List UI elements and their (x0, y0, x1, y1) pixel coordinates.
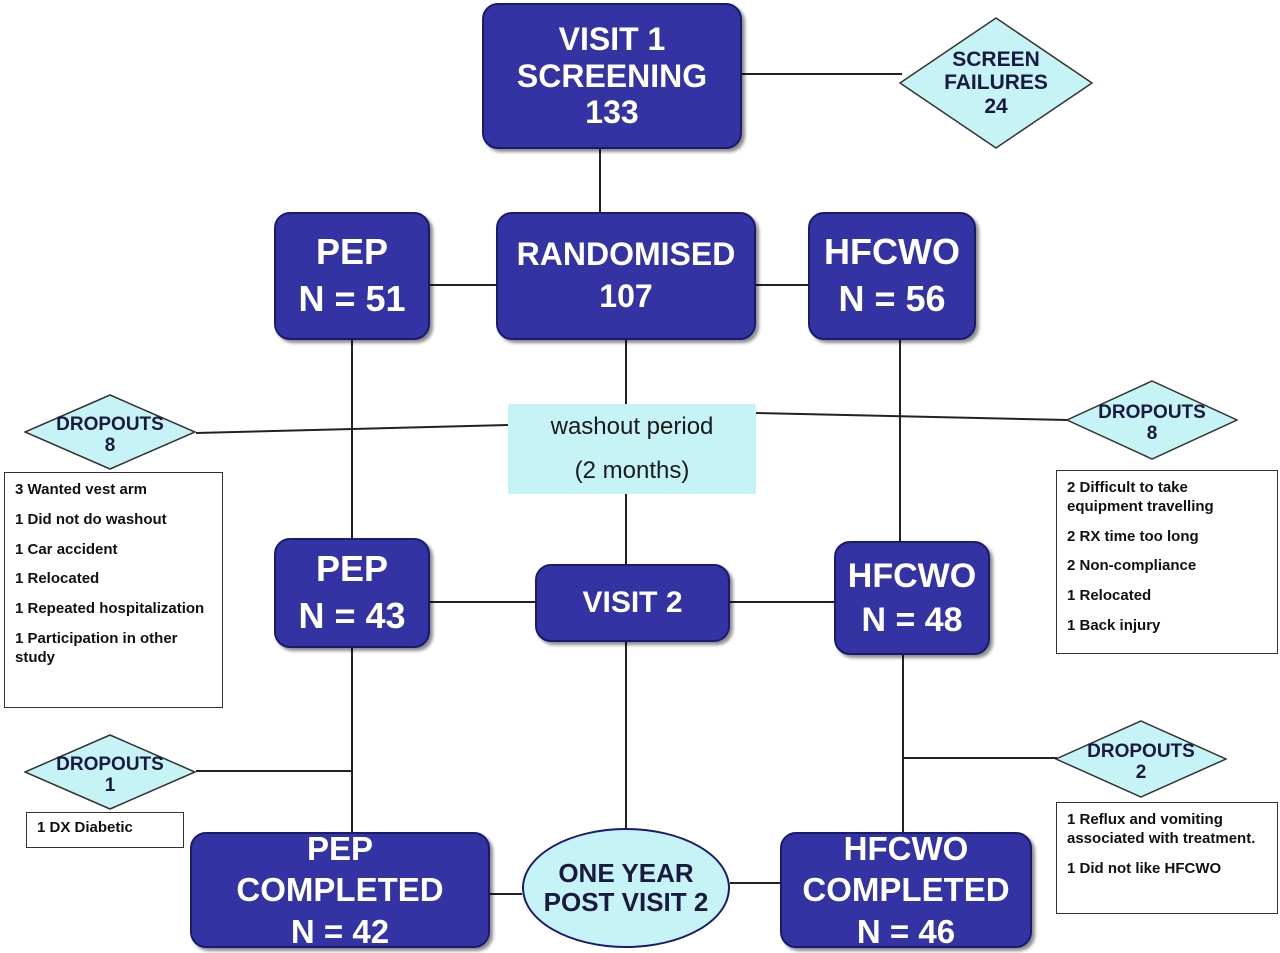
hfcwo-completed-n: N = 46 (856, 912, 956, 950)
reasons-right-1-box: 2 Difficult to take equipment travelling… (1056, 470, 1278, 654)
reason-item: 1 Back injury (1067, 616, 1161, 634)
pep-start-label: PEP (315, 231, 389, 273)
reason-item: 2 RX time too long (1067, 527, 1199, 545)
visit2-box: VISIT 2 (535, 564, 730, 642)
pep-start-box: PEP N = 51 (274, 212, 430, 340)
reason-item: 1 Repeated hospitalization (15, 600, 205, 617)
pep-completed-n: N = 42 (290, 912, 390, 950)
reason-item: 1 Reflux and vomiting associated with tr… (1067, 811, 1256, 847)
visit1-count: 133 (585, 94, 639, 131)
reason-item: 2 Difficult to take equipment travelling (1067, 479, 1214, 515)
dropouts-right-2-label: DROPOUTS (1087, 741, 1195, 763)
randomised-label: RANDOMISED (516, 236, 736, 273)
randomised-count: 107 (599, 278, 653, 314)
pep-mid-box: PEP N = 43 (274, 538, 430, 648)
hfcwo-completed-box: HFCWO COMPLETED N = 46 (780, 830, 1032, 950)
dropouts-right-1-count: 8 (1146, 423, 1158, 444)
washout-line2: (2 months) (574, 457, 690, 484)
dropouts-left-1-diamond: DROPOUTS 8 (24, 394, 196, 470)
visit1-screening-box: VISIT 1 SCREENING 133 (482, 3, 742, 149)
reason-item: 2 Non-compliance (1067, 557, 1197, 575)
dropouts-left-2-diamond: DROPOUTS 1 (24, 734, 196, 810)
pep-completed-line1: PEP (306, 830, 374, 868)
screen-failures-line1: SCREEN (952, 48, 1040, 72)
hfcwo-mid-box: HFCWO N = 48 (834, 541, 990, 655)
screen-failures-line2: FAILURES (944, 71, 1048, 95)
dropouts-left-2-label: DROPOUTS (56, 754, 164, 776)
hfcwo-mid-label: HFCWO (847, 556, 977, 595)
hfcwo-start-box: HFCWO N = 56 (808, 212, 976, 340)
washout-period-box: washout period (2 months) (508, 404, 756, 494)
reason-item: 1 Relocated (1067, 587, 1152, 604)
pep-mid-n: N = 43 (298, 595, 406, 636)
reasons-right-2-box: 1 Reflux and vomiting associated with tr… (1056, 802, 1278, 914)
one-year-line2: POST VISIT 2 (543, 887, 709, 917)
randomised-box: RANDOMISED 107 (496, 212, 756, 340)
reason-item: 1 Participation in other study (15, 629, 178, 666)
hfcwo-start-label: HFCWO (824, 231, 960, 273)
reason-item: 1 Car accident (15, 540, 118, 558)
hfcwo-completed-line1: HFCWO (843, 830, 969, 868)
washout-line1: washout period (550, 412, 714, 440)
dropouts-right-1-label: DROPOUTS (1098, 402, 1206, 424)
visit2-label: VISIT 2 (582, 585, 683, 619)
reasons-left-1-box: 3 Wanted vest arm 1 Did not do washout 1 C… (4, 472, 223, 708)
screen-failures-count: 24 (984, 94, 1008, 118)
pep-completed-line2: COMPLETED (236, 871, 444, 909)
reason-item: 3 Wanted vest arm (15, 481, 147, 498)
reasons-left-2-box: 1 DX Diabetic (26, 812, 184, 848)
dropouts-left-1-label: DROPOUTS (56, 414, 164, 436)
one-year-line1: ONE YEAR (558, 858, 694, 889)
pep-start-n: N = 51 (298, 278, 406, 319)
one-year-post-visit2-oval: ONE YEAR POST VISIT 2 (522, 828, 730, 948)
reason-item: 1 Relocated (15, 570, 100, 588)
reason-item: 1 Did not like HFCWO (1067, 859, 1222, 877)
hfcwo-mid-n: N = 48 (861, 601, 963, 639)
hfcwo-completed-line2: COMPLETED (802, 871, 1010, 909)
visit1-line2: SCREENING (516, 57, 708, 94)
hfcwo-start-n: N = 56 (838, 278, 946, 319)
dropouts-left-2-count: 1 (104, 775, 116, 796)
dropouts-right-1-diamond: DROPOUTS 8 (1066, 380, 1238, 460)
reason-item: 1 Did not do washout (15, 510, 167, 528)
reason-item: 1 DX Diabetic (37, 819, 133, 836)
dropouts-right-2-diamond: DROPOUTS 2 (1055, 720, 1227, 798)
screen-failures-diamond: SCREEN FAILURES 24 (898, 16, 1094, 150)
dropouts-left-1-count: 8 (104, 435, 116, 456)
pep-mid-label: PEP (315, 548, 389, 590)
visit1-line1: VISIT 1 (558, 21, 666, 58)
dropouts-right-2-count: 2 (1135, 762, 1147, 783)
pep-completed-box: PEP COMPLETED N = 42 (190, 830, 490, 950)
